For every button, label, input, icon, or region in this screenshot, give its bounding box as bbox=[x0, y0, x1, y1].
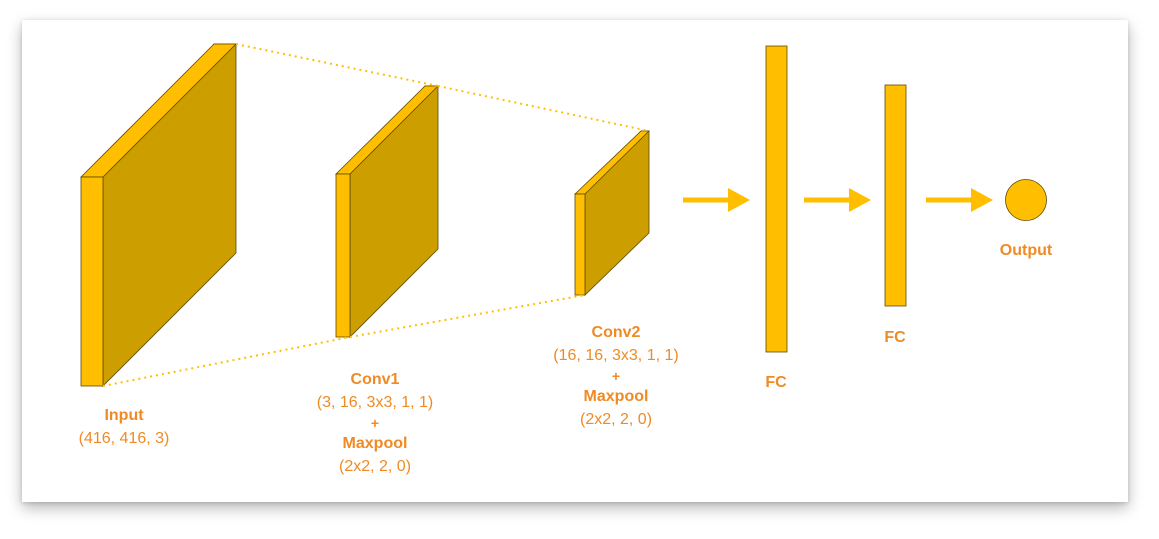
input-label: Input (416, 416, 3) bbox=[54, 404, 194, 450]
conv2-label-pool: Maxpool bbox=[583, 388, 649, 405]
conv2-label-plus: + bbox=[611, 368, 621, 384]
fc1-label: FC bbox=[746, 371, 806, 394]
conv1-block bbox=[335, 85, 439, 338]
conv1-block-front bbox=[335, 173, 351, 338]
output-label: Output bbox=[985, 239, 1067, 262]
conv2-block-front bbox=[574, 193, 586, 296]
fc2-label-name: FC bbox=[884, 329, 906, 346]
conv1-label-pool: Maxpool bbox=[342, 435, 408, 452]
fc2-label: FC bbox=[865, 326, 925, 349]
output-node bbox=[1005, 179, 1047, 221]
conv1-label-params: (3, 16, 3x3, 1, 1) bbox=[316, 394, 434, 411]
fc2-bar bbox=[884, 84, 907, 307]
conv1-label-pool-params: (2x2, 2, 0) bbox=[338, 458, 412, 475]
input-label-name: Input bbox=[104, 407, 144, 424]
connector-conv1-conv2-bottom bbox=[349, 294, 586, 338]
conv2-block bbox=[574, 130, 650, 296]
fc1-label-name: FC bbox=[765, 374, 787, 391]
conv1-label: Conv1 (3, 16, 3x3, 1, 1) + Maxpool (2x2,… bbox=[293, 368, 457, 478]
conv2-label-pool-params: (2x2, 2, 0) bbox=[579, 411, 653, 428]
dotted-connectors bbox=[102, 43, 650, 387]
arrow-fc1-fc2 bbox=[804, 188, 871, 212]
input-block bbox=[80, 43, 237, 387]
arrow-fc2-output bbox=[926, 188, 993, 212]
conv2-label-name: Conv2 bbox=[591, 324, 641, 341]
arrow-conv2-fc1 bbox=[683, 188, 750, 212]
conv1-label-name: Conv1 bbox=[350, 371, 400, 388]
connector-conv1-conv2-top bbox=[437, 85, 650, 132]
input-block-front bbox=[80, 176, 104, 387]
conv2-label: Conv2 (16, 16, 3x3, 1, 1) + Maxpool (2x2… bbox=[533, 321, 699, 431]
conv2-label-params: (16, 16, 3x3, 1, 1) bbox=[553, 347, 679, 364]
connector-input-conv1-top bbox=[235, 43, 439, 87]
conv1-label-plus: + bbox=[370, 415, 380, 431]
output-label-name: Output bbox=[999, 242, 1053, 259]
input-label-params: (416, 416, 3) bbox=[78, 430, 170, 447]
fc1-bar bbox=[765, 45, 788, 353]
